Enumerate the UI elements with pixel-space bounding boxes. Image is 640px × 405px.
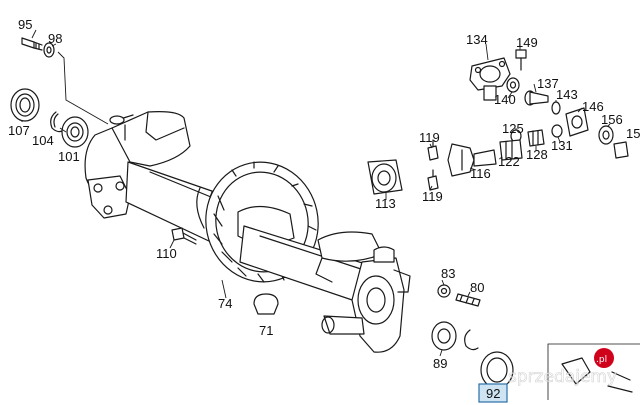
inset-part [561,357,591,385]
part-113-bushing [367,159,403,195]
label-140: 140 [494,92,516,107]
watermark: .pl sprzedajemy [508,348,617,387]
label-125: 125 [502,121,524,136]
label-101: 101 [58,149,80,164]
label-137: 137 [537,76,559,91]
part-137-bolt [524,90,549,106]
part-95-bolt [21,37,43,51]
label-110: 110 [156,246,177,261]
part-98-washer [43,42,55,58]
part-149-bolt [515,49,527,71]
part-143-nut [551,101,561,115]
label-107: 107 [8,123,30,138]
axle-housing [84,111,411,353]
part-89-bearing [431,321,457,351]
label-92: 92 [486,386,500,401]
label-104: 104 [32,133,54,148]
part-110-bolt [171,227,197,245]
label-128: 128 [526,147,548,162]
label-74: 74 [218,296,232,311]
part-146-bushing [565,107,589,137]
part-80-bolt [455,293,481,307]
watermark-text: sprzedajemy [508,367,617,387]
part-119-fitting-lower [427,169,439,191]
part-119-fitting-upper [427,139,439,161]
part-labels: 95 98 107 104 101 134 149 137 140 143 14… [8,17,640,403]
label-95: 95 [18,17,32,32]
label-92-box [478,383,508,403]
label-134: 134 [466,32,488,47]
label-15: 15 [626,126,640,141]
part-83-nut [437,284,451,298]
inset-frame [547,343,640,400]
circlip-right [464,329,479,351]
label-156: 156 [601,112,623,127]
part-71-cap [253,293,279,315]
part-156-washer [598,125,614,145]
part-15-cap [613,141,629,159]
label-98: 98 [48,31,62,46]
label-71: 71 [259,323,273,338]
label-119-lower: 119 [422,189,443,204]
label-119-upper: 119 [419,130,440,145]
label-89: 89 [433,356,447,371]
label-116: 116 [470,166,491,181]
label-146: 146 [582,99,604,114]
label-143: 143 [556,87,578,102]
part-116-yoke [447,143,497,177]
label-149: 149 [516,35,538,50]
watermark-tld: .pl [596,355,607,365]
part-122-joint [499,139,523,161]
part-140-washer [506,77,520,93]
part-107-seal [10,88,40,122]
part-134-flange [469,57,511,101]
inset-lines [607,371,633,393]
watermark-badge [594,348,614,368]
label-131: 131 [551,138,573,153]
part-131-ring [551,124,563,138]
part-101-bearing [61,116,89,148]
label-122: 122 [498,154,520,169]
label-80: 80 [470,280,484,295]
label-113: 113 [375,196,396,211]
part-128-boot [527,129,545,147]
part-104-circlip [50,111,65,133]
label-83: 83 [441,266,455,281]
leader-lines [21,29,611,389]
